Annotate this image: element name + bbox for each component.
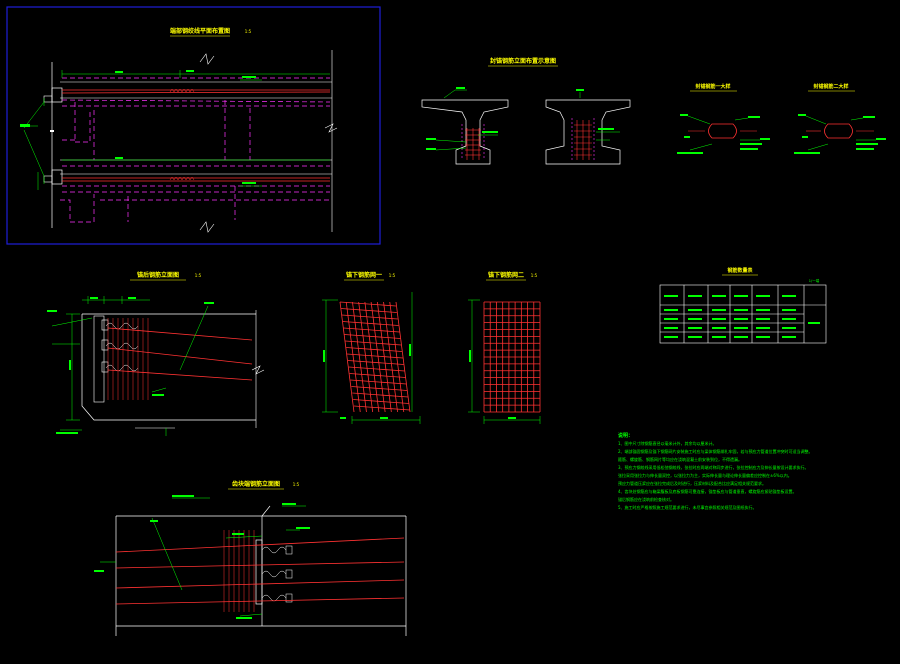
- bottom-elev-scale: 1:5: [293, 482, 300, 487]
- anchor-elev-title: 锚后钢筋立面图: [137, 271, 179, 279]
- note-line: 3、预应力钢绞线采用低松弛钢绞线，张拉时应两端对称同步进行，张拉控制应力及伸长量…: [618, 465, 809, 470]
- table-cell-mark: [782, 327, 796, 329]
- table-cell-mark: [782, 336, 796, 338]
- note-line: 4、齿块处钢筋应与箱梁腹板及底板钢筋可靠连接，锚垫板应与管道垂直，螺旋筋应紧贴锚…: [618, 489, 797, 494]
- note-line: 2、端部锚固钢筋及锚下钢筋网片安装施工时应与梁体钢筋绑扎牢固，若与预应力管道位置…: [618, 449, 813, 454]
- table-cell-mark: [756, 318, 770, 320]
- notes-title: 说明：: [618, 433, 634, 439]
- note-line: 锚后钢筋应在浇筑前检查核对。: [618, 497, 674, 502]
- table-cell-mark: [664, 327, 678, 329]
- rebar-bar: [346, 347, 403, 352]
- rebar-bar: [395, 301, 411, 413]
- detail-a-title: 封锚钢筋一大样: [695, 83, 730, 90]
- table-cell-mark: [664, 318, 678, 320]
- rebar-quantity-table: 钢筋数量表 1/一端: [659, 267, 827, 344]
- grid-1-scale: 1:5: [389, 273, 396, 278]
- table-cell-mark: [734, 309, 748, 311]
- table-cell-mark: [712, 295, 726, 297]
- bottom-elev-title: 齿块端钢筋立面图: [232, 480, 280, 488]
- note-line: 预应力管道压浆应在张拉完成后及时进行，压浆材料及配合比应满足相关规范要求。: [618, 481, 766, 486]
- table-cell-mark: [712, 336, 726, 338]
- anchor-elevation-drawing: 锚后钢筋立面图 1:5: [47, 271, 265, 436]
- table-title: 钢筋数量表: [727, 267, 753, 274]
- table-cell-mark: [688, 327, 702, 329]
- detail-a-drawing: 封锚钢筋一大样: [677, 83, 770, 154]
- detail-b-drawing: 封锚钢筋二大样: [794, 83, 886, 154]
- rebar-section-drawing: 封锚钢筋立面布置示意图: [421, 57, 631, 165]
- table-cell-mark: [664, 295, 678, 297]
- note-line: 张拉采用张拉力与伸长量双控，以张拉力为主，实际伸长量与理论伸长量偏差应控制在±6…: [618, 473, 792, 478]
- rebar-bar: [353, 405, 411, 411]
- table-cell-mark: [688, 295, 702, 297]
- rebar-bar: [370, 301, 386, 413]
- table-unit: 1/一端: [809, 278, 820, 283]
- table-cell-mark: [688, 309, 702, 311]
- rebar-bar: [352, 392, 409, 398]
- rebar-bar: [346, 353, 404, 359]
- table-cell-mark: [756, 295, 770, 297]
- rebar-bar: [339, 301, 355, 413]
- top-left-plan-drawing: 端部钢绞线平面布置图 1:5: [6, 6, 381, 245]
- anchor-elev-scale: 1:5: [195, 273, 202, 278]
- table-cell-mark: [756, 327, 770, 329]
- table-cell-mark: [712, 309, 726, 311]
- rebar-grid-one-drawing: 锚下钢筋网一 1:5: [322, 271, 421, 424]
- general-notes: 说明： 1、图中尺寸除钢筋直径以毫米计外，其余均以厘米计。 2、端部锚固钢筋及锚…: [618, 432, 890, 512]
- bottom-elevation-drawing: 齿块端钢筋立面图 1:5: [94, 480, 407, 636]
- rebar-bar: [389, 301, 405, 413]
- rebar-bar: [358, 301, 374, 413]
- table-cell-mark: [756, 309, 770, 311]
- table-cell-mark: [782, 309, 796, 311]
- rebar-bar: [339, 301, 397, 307]
- note-line: 箍筋、螺旋筋、钢筋网片等均应在浇筑混凝土前安装到位，不得遗漏。: [618, 457, 742, 462]
- grid-2-scale: 1:5: [531, 273, 538, 278]
- rebar-bar: [383, 301, 398, 413]
- note-line: 5、施工时应严格按照施工规范要求进行，未尽事宜参照相关规范及图纸执行。: [618, 505, 757, 510]
- table-cell-mark: [664, 336, 678, 338]
- rebar-bar: [347, 360, 404, 365]
- table-cell-mark: [782, 295, 796, 297]
- table-cell-mark: [734, 336, 748, 338]
- grid-2-title: 锚下钢筋网二: [488, 271, 524, 279]
- rebar-bar: [345, 340, 402, 346]
- rebar-top-title: 封锚钢筋立面布置示意图: [490, 57, 556, 65]
- rebar-bar: [350, 379, 407, 385]
- rebar-bar: [348, 366, 405, 372]
- rebar-bar: [345, 301, 361, 413]
- table-cell-mark: [756, 336, 770, 338]
- table-cell-mark: [734, 327, 748, 329]
- rebar-bar: [352, 301, 367, 413]
- rebar-bar: [344, 334, 401, 339]
- table-cell-mark: [712, 327, 726, 329]
- rebar-bar: [364, 301, 380, 413]
- rebar-bar: [353, 399, 410, 404]
- table-cell-mark: [782, 318, 796, 320]
- rebar-bar: [342, 321, 399, 326]
- table-cell-mark: [712, 318, 726, 320]
- rebar-bar: [343, 327, 400, 333]
- table-cell-mark: [808, 322, 820, 324]
- table-cell-mark: [688, 318, 702, 320]
- top-left-scale: 1:5: [245, 29, 252, 34]
- table-cell-mark: [734, 318, 748, 320]
- rebar-bar: [376, 301, 392, 413]
- grid-1-title: 锚下钢筋网一: [346, 271, 382, 279]
- table-cell-mark: [664, 309, 678, 311]
- table-cell-mark: [734, 295, 748, 297]
- rebar-bar: [351, 386, 408, 391]
- rebar-bar: [340, 308, 397, 313]
- rebar-bar: [349, 373, 406, 378]
- table-cell-mark: [688, 336, 702, 338]
- note-line: 1、图中尺寸除钢筋直径以毫米计外，其余均以厘米计。: [618, 441, 717, 446]
- rebar-bar: [341, 314, 398, 320]
- top-left-title: 端部钢绞线平面布置图: [170, 27, 230, 35]
- rebar-grid-two-drawing: 锚下钢筋网二 1:5: [468, 271, 541, 424]
- detail-b-title: 封锚钢筋二大样: [813, 83, 848, 90]
